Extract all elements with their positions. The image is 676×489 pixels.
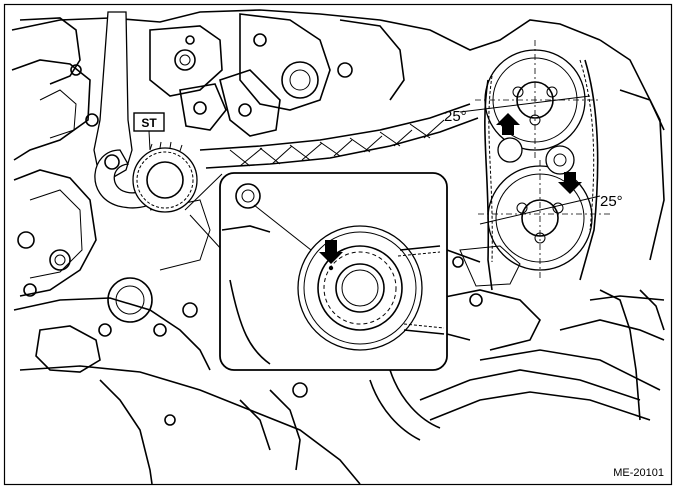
engine-background — [11, 9, 665, 485]
detail-guide-bottom — [189, 214, 223, 251]
crank-sprocket-large — [297, 225, 423, 351]
crank-mark-arrow-icon — [319, 240, 343, 264]
upper-cam-arrow-icon — [496, 113, 520, 135]
angle-label-lower: 25° — [600, 193, 623, 210]
detail-inset — [219, 172, 448, 371]
st-label-group: ST — [133, 112, 165, 151]
crank-sprocket-small — [132, 141, 198, 213]
angle-label-upper: 25° — [444, 108, 467, 125]
chain-segment-right — [446, 249, 481, 263]
lower-cam-arrow-icon — [558, 172, 582, 194]
st-label: ST — [141, 116, 157, 130]
figure-code: ME-20101 — [613, 467, 664, 479]
detail-guide-top — [184, 173, 223, 211]
chain-segment-right-lower — [446, 333, 471, 341]
figure-frame — [3, 3, 673, 486]
